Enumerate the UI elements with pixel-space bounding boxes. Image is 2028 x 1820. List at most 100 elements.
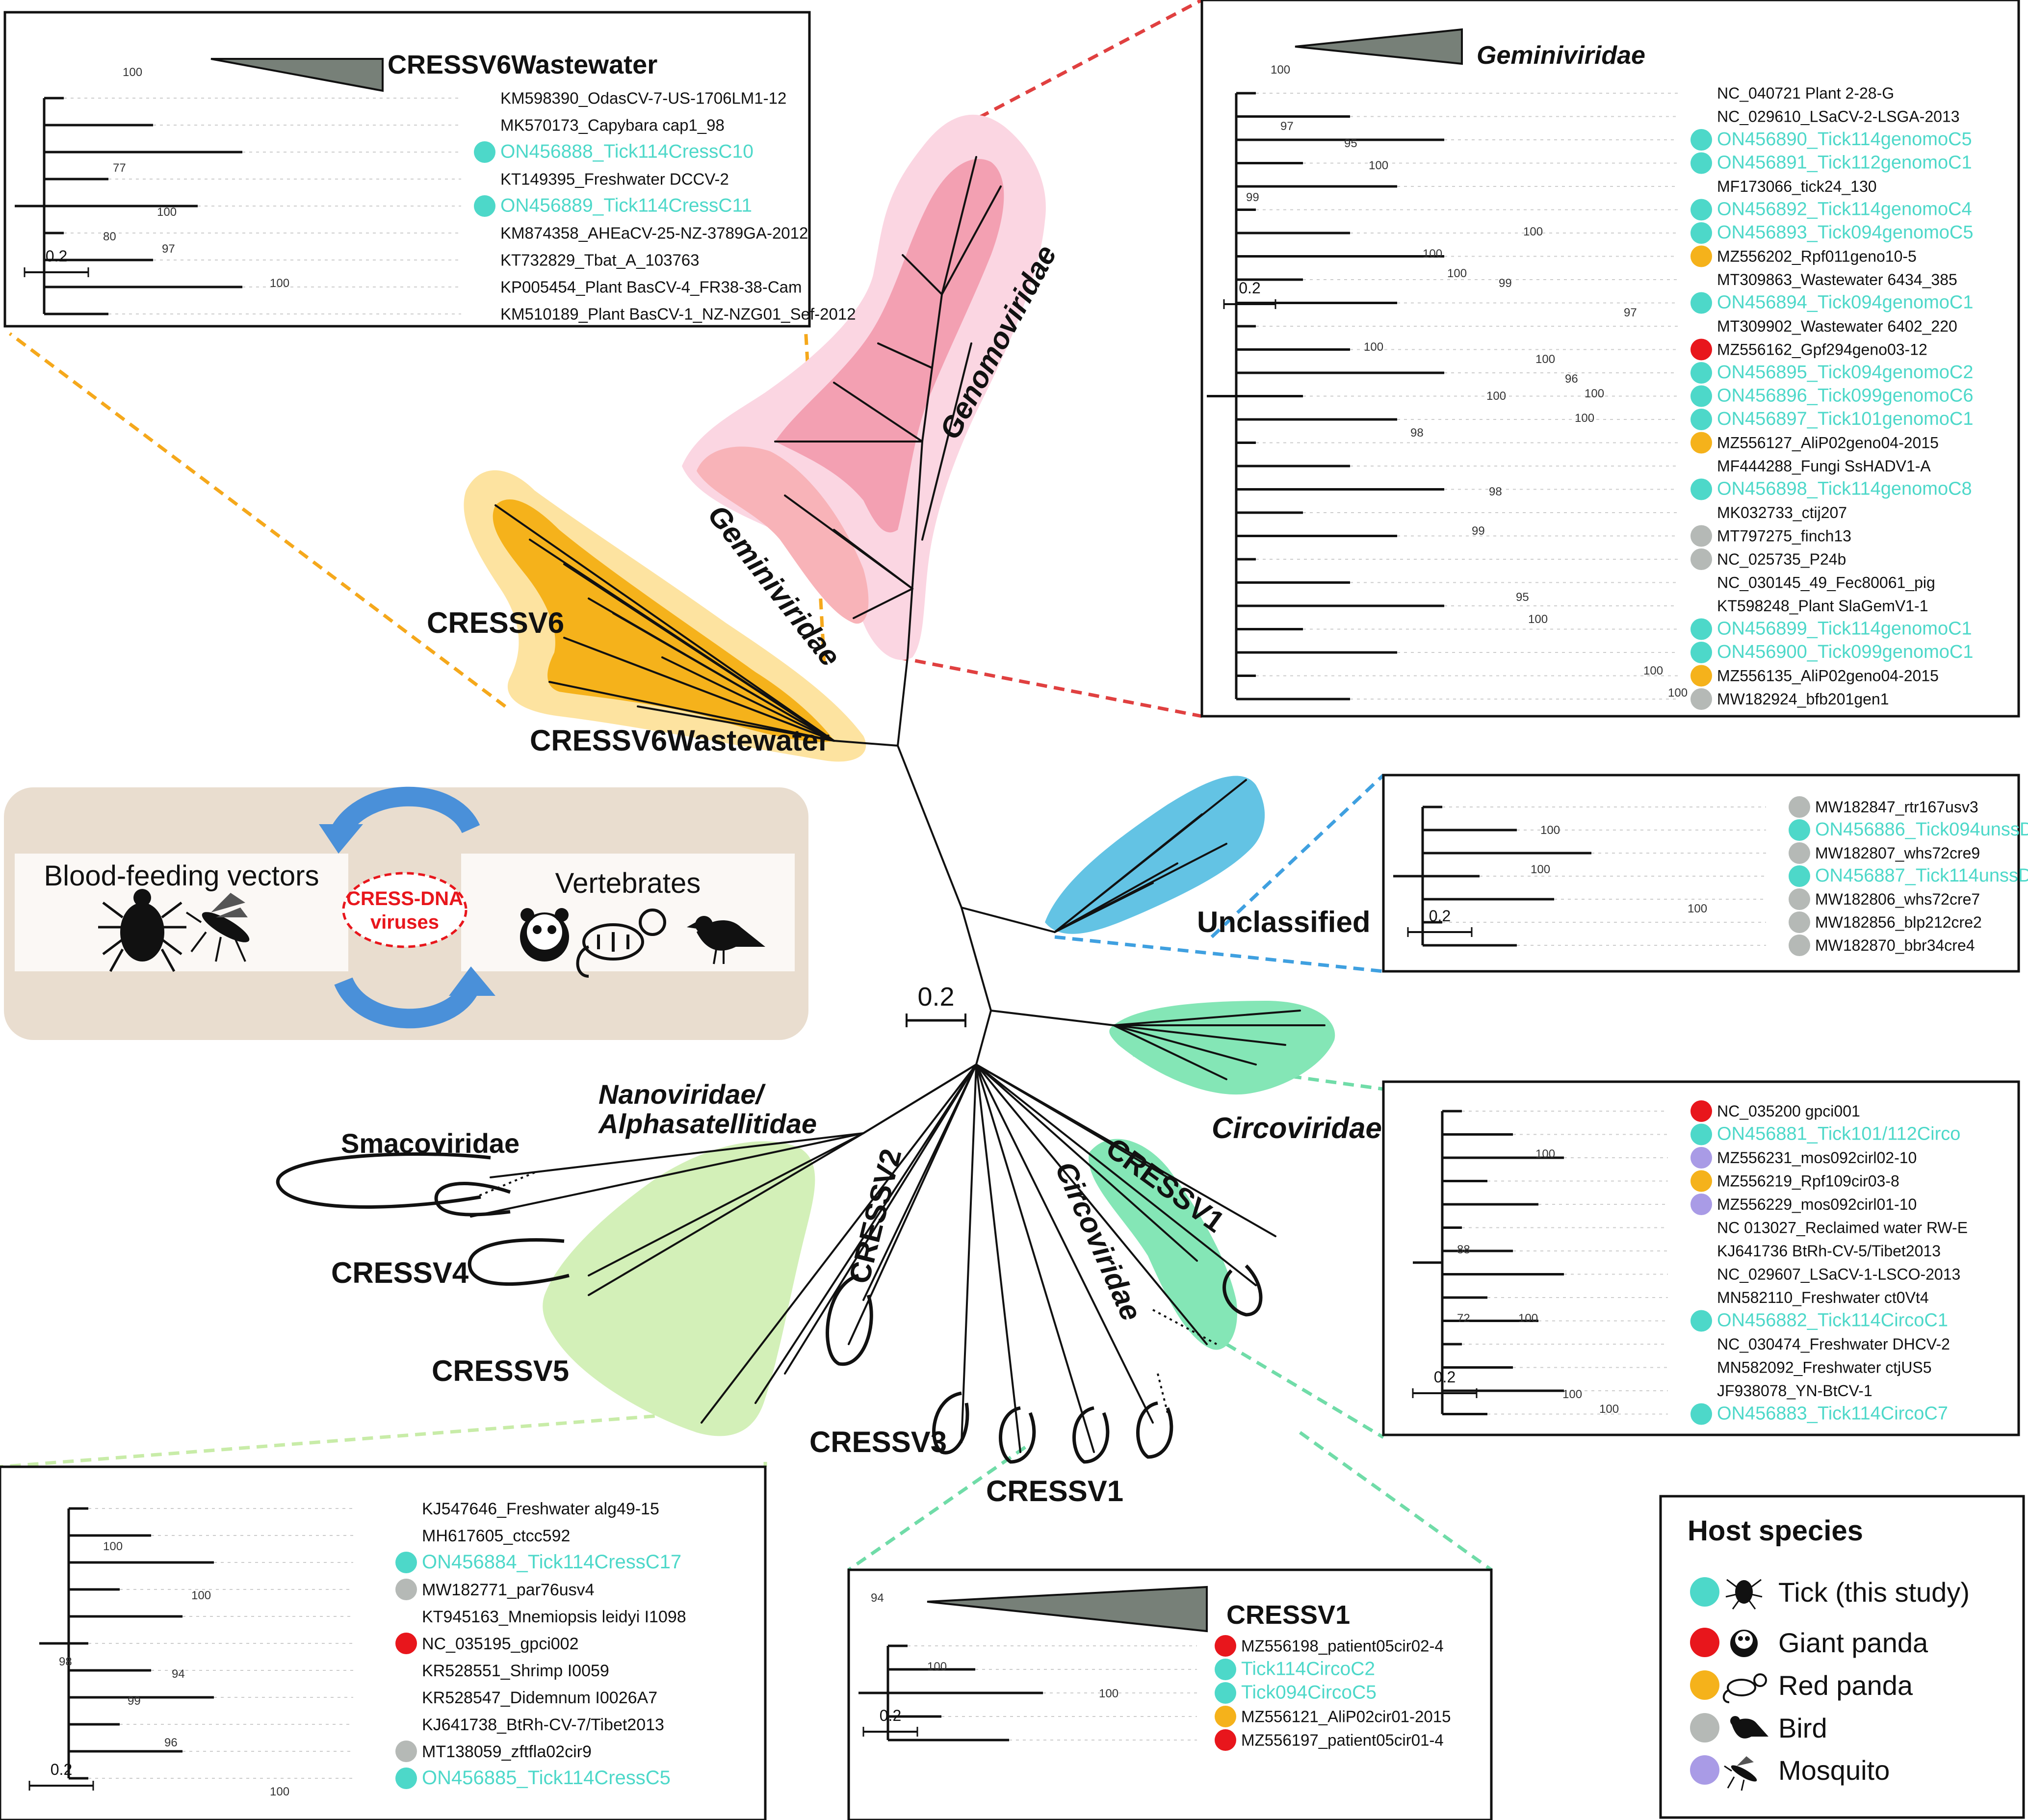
cressv3-label: CRESSV3: [809, 1426, 947, 1458]
panel-cressv5-support: 100: [191, 1589, 211, 1602]
cressv1-lower-label: CRESSV1: [986, 1475, 1123, 1508]
panel-gemini-taxon: KT598248_Plant SlaGemV1-1: [1717, 597, 1928, 615]
connector-gemini-top: [931, 0, 1203, 144]
panel-circo-taxon: MN582110_Freshwater ct0Vt4: [1717, 1289, 1929, 1306]
genomoviridae-inner: [775, 159, 1004, 533]
smacoviridae-arc: [276, 1152, 491, 1209]
host-dot-bird: [1789, 935, 1810, 956]
host-dot-tick: [1690, 362, 1712, 384]
panel-gemini-taxon: NC_025735_P24b: [1717, 550, 1846, 568]
host-dot-giant_panda: [1690, 338, 1712, 361]
host-dot-bird: [1789, 796, 1810, 818]
legend-mosquito-label: Mosquito: [1778, 1755, 1890, 1786]
host-dot-giant_panda: [1690, 1100, 1712, 1122]
host-dot-tick: [1690, 222, 1712, 244]
panel-cressv6ww-taxon: KM510189_Plant BasCV-1_NZ-NZG01_Sef-2012: [500, 305, 856, 323]
host-dot-red_panda: [1690, 1170, 1712, 1192]
cressv4-arc: [468, 1238, 570, 1286]
host-dot-tick: [474, 141, 495, 163]
panel-cressv6ww-support: 77: [113, 161, 126, 175]
cressv4-label: CRESSV4: [331, 1256, 469, 1289]
host-dot-bird: [1789, 911, 1810, 933]
vertebrates-panel: [461, 854, 795, 971]
panel-cressv5-support: 99: [128, 1694, 141, 1708]
legend-tick-icon: [1725, 1579, 1763, 1610]
panel-cressv6ww: CRESSV6WastewaterKM598390_OdasCV-7-US-17…: [3, 11, 856, 328]
panel-circo-support: 100: [1562, 1388, 1582, 1401]
panel-gemini-support: 100: [1271, 63, 1290, 77]
legend-red-panda-label: Red panda: [1778, 1670, 1913, 1701]
panel-gemini-taxon: ON456898_Tick114genomoC8: [1717, 479, 1972, 499]
host-dot-bird: [395, 1741, 417, 1762]
panel-circo-taxon: NC_029607_LSaCV-1-LSCO-2013: [1717, 1266, 1960, 1283]
red-panda-icon: [576, 909, 666, 978]
panel-cressv5-taxon: MH617605_ctcc592: [422, 1527, 570, 1545]
panel-circo-scale-label: 0.2: [1434, 1368, 1456, 1386]
panel-gemini-taxon: MZ556127_AliP02geno04-2015: [1717, 434, 1939, 452]
panel-gemini-taxon: MZ556162_Gpf294geno03-12: [1717, 341, 1927, 359]
connector-cressv6ww-left: [8, 332, 507, 708]
host-dot-tick: [395, 1768, 417, 1789]
panel-gemini-taxon: NC_040721 Plant 2-28-G: [1717, 84, 1894, 102]
panel-gemini-taxon: MZ556202_Rpf011geno10-5: [1717, 248, 1917, 265]
circoviridae-clade: [1109, 1001, 1335, 1095]
panel-circo-support: 88: [1457, 1243, 1470, 1256]
host-dot-giant_panda: [1215, 1729, 1236, 1751]
panel-cressv5-taxon: MW182771_par76usv4: [422, 1581, 595, 1599]
cressv5-label: CRESSV5: [432, 1354, 569, 1387]
panel-cressv5-taxon: KR528547_Didemnum I0026A7: [422, 1689, 657, 1707]
connector-cressv5-left: [0, 1406, 761, 1469]
panel-circo-taxon: NC_035200 gpci001: [1717, 1102, 1860, 1120]
panel-gemini-taxon: ON456895_Tick094genomoC2: [1717, 362, 1973, 383]
smacoviridae-label: Smacoviridae: [341, 1128, 520, 1159]
panel-cressv5-branches: [39, 1507, 214, 1780]
panel-unclassified: MW182847_rtr167usv3ON456886_Tick094unssD…: [1382, 774, 2028, 973]
main-scale-label: 0.2: [917, 982, 954, 1012]
panel-gemini-taxon: ON456897_Tick101genomoC1: [1717, 409, 1973, 429]
panel-cressv5-support: 94: [172, 1667, 185, 1681]
legend-title: Host species: [1688, 1515, 1863, 1547]
legend-item-tick: Tick (this study): [1690, 1577, 1970, 1610]
legend-item-mosquito: Mosquito: [1690, 1755, 1890, 1791]
panel-cressv6ww-support: 100: [123, 66, 142, 79]
panel-gemini-collapsed-clade: [1295, 28, 1463, 65]
host-dot-red_panda: [1690, 665, 1712, 687]
panel-gemini-support: 100: [1643, 664, 1663, 677]
host-dot-tick: [1789, 865, 1810, 887]
nanoviridae-label: Nanoviridae/: [598, 1079, 766, 1110]
legend-red-panda-icon: [1722, 1673, 1767, 1703]
panel-cressv5-taxon: KR528551_Shrimp I0059: [422, 1662, 609, 1680]
panel-gemini-support: 100: [1423, 247, 1442, 260]
panel-circo: NC_035200 gpci001ON456881_Tick101/112Cir…: [1382, 1080, 2020, 1436]
host-dot-bird: [1690, 688, 1712, 710]
host-dot-giant_panda: [395, 1633, 417, 1654]
panel-unclassified-support: 100: [1688, 902, 1707, 915]
host-dot-tick: [1690, 478, 1712, 500]
panel-cressv5-taxon: KJ547646_Freshwater alg49-15: [422, 1500, 659, 1518]
panel-circo-taxon: KJ641736 BtRh-CV-5/Tibet2013: [1717, 1242, 1941, 1260]
host-dot-tick: [395, 1552, 417, 1573]
cressv2-label: CRESSV2: [843, 1145, 908, 1287]
host-dot-tick: [1690, 409, 1712, 430]
host-dot-mosquito: [1690, 1147, 1712, 1169]
panel-circo-taxon: ON456883_Tick114CircoC7: [1717, 1404, 1948, 1424]
host-dot-tick: [1690, 1310, 1712, 1332]
legend: Host species Tick (this study) Giant pan…: [1659, 1495, 2025, 1819]
cressv1-arc3: [1222, 1264, 1263, 1317]
giant-panda-icon: [520, 908, 569, 962]
cressv1-arc2: [1136, 1401, 1173, 1459]
vectors-label: Blood-feeding vectors: [44, 860, 319, 892]
panel-gemini-taxon: MF173066_tick24_130: [1717, 178, 1877, 195]
host-dot-tick: [1215, 1682, 1236, 1704]
panel-unclassified-support: 100: [1540, 824, 1560, 837]
panel-circo-taxon: NC_030474_Freshwater DHCV-2: [1717, 1335, 1950, 1353]
panel-gemini-taxon: MZ556135_AliP02geno04-2015: [1717, 667, 1939, 685]
host-dot-tick: [1690, 618, 1712, 640]
panel-gemini-taxon: ON456900_Tick099genomoC1: [1717, 642, 1973, 662]
host-dot-tick: [1690, 385, 1712, 407]
panel-cressv1-taxon: MZ556197_patient05cir01-4: [1241, 1731, 1444, 1749]
legend-item-bird: Bird: [1690, 1713, 1827, 1743]
cressv3-arc1: [932, 1391, 969, 1455]
